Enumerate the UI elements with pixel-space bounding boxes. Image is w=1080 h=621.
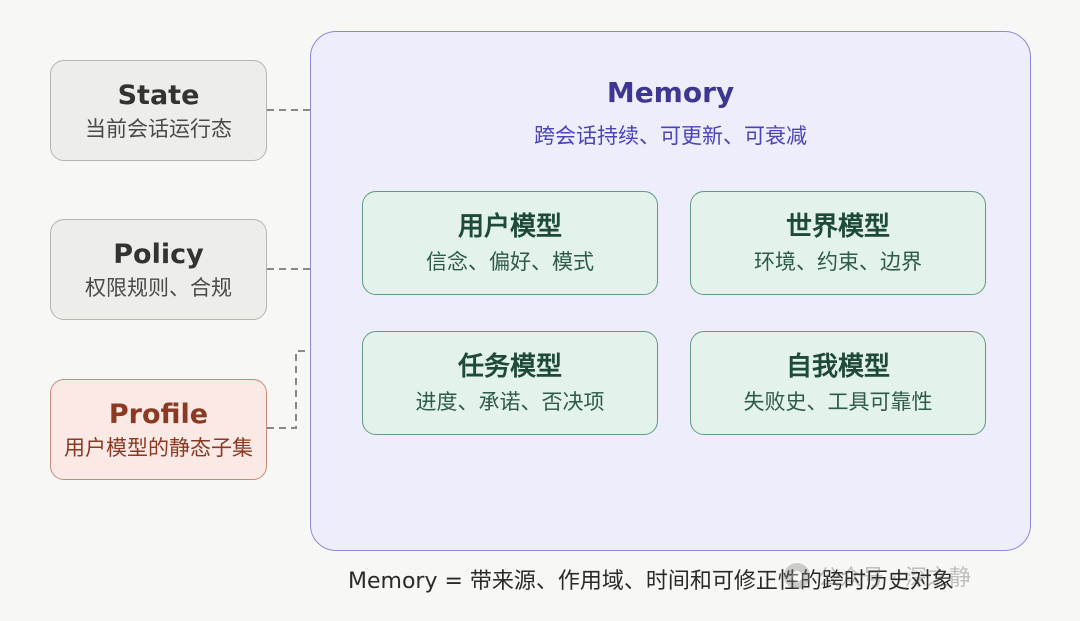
profile-subtitle: 用户模型的静态子集 [64, 436, 253, 461]
watermark-text: 公众号 · 深之静 [818, 566, 971, 591]
wechat-icon: ● [784, 563, 810, 589]
state-box: State 当前会话运行态 [50, 60, 267, 161]
state-title: State [117, 79, 200, 111]
self-model-title: 自我模型 [785, 351, 890, 382]
world-model-subtitle: 环境、约束、边界 [754, 250, 922, 275]
user-model-box: 用户模型 信念、偏好、模式 [362, 191, 658, 295]
watermark: ● 公众号 · 深之静 [784, 560, 971, 592]
self-model-box: 自我模型 失败史、工具可靠性 [690, 331, 986, 435]
user-model-title: 用户模型 [457, 211, 562, 242]
profile-box: Profile 用户模型的静态子集 [50, 379, 267, 480]
memory-title: Memory [606, 76, 735, 109]
task-model-title: 任务模型 [457, 351, 562, 382]
policy-subtitle: 权限规则、合规 [85, 276, 232, 301]
world-model-title: 世界模型 [785, 211, 890, 242]
world-model-box: 世界模型 环境、约束、边界 [690, 191, 986, 295]
self-model-subtitle: 失败史、工具可靠性 [743, 390, 933, 415]
policy-title: Policy [113, 238, 204, 270]
profile-title: Profile [108, 398, 209, 430]
memory-definition-caption: Memory = 带来源、作用域、时间和可修正性的跨时历史对象 [348, 569, 954, 594]
task-model-box: 任务模型 进度、承诺、否决项 [362, 331, 658, 435]
policy-box: Policy 权限规则、合规 [50, 219, 267, 320]
user-model-subtitle: 信念、偏好、模式 [426, 250, 594, 275]
memory-subtitle: 跨会话持续、可更新、可衰减 [534, 124, 807, 148]
task-model-subtitle: 进度、承诺、否决项 [415, 390, 605, 415]
state-subtitle: 当前会话运行态 [85, 117, 232, 142]
